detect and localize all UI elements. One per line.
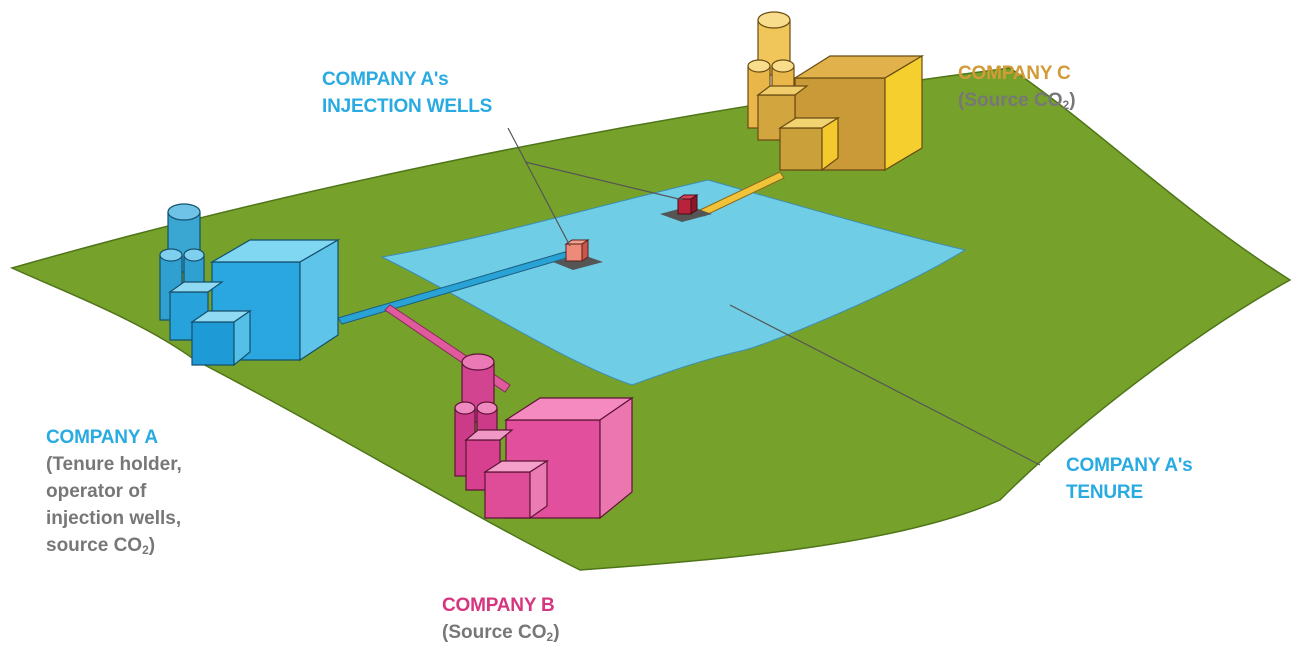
tenure-area [380, 179, 967, 386]
company-c-sub-prefix: (Source CO [958, 90, 1063, 111]
company-b-sub-prefix: (Source CO [442, 622, 547, 643]
injection-wells-label: COMPANY A's INJECTION WELLS [322, 66, 492, 120]
company-a-line4-prefix: source CO [46, 535, 143, 556]
injection-well-2 [660, 194, 712, 222]
company-b-subtitle: (Source CO2) [442, 619, 560, 651]
company-a-line4-suffix: ) [148, 535, 156, 556]
company-a-plant [159, 203, 341, 367]
injection-wells-label-line1: COMPANY A's [322, 69, 449, 90]
tenure-label-line2: TENURE [1066, 482, 1143, 503]
company-b-title: COMPANY B [442, 595, 555, 616]
company-a-line3: injection wells, [46, 508, 182, 529]
company-c-title: COMPANY C [958, 63, 1071, 84]
tenure-label: COMPANY A's TENURE [1066, 452, 1193, 506]
company-c-plant [747, 11, 925, 172]
company-a-title: COMPANY A [46, 427, 158, 448]
company-c-subtitle: (Source CO2) [958, 87, 1076, 119]
injection-wells-label-line2: INJECTION WELLS [322, 96, 493, 117]
company-a-line2: operator of [46, 481, 147, 502]
company-b-sub-subscript: 2 [546, 630, 554, 644]
tenure-label-line1: COMPANY A's [1066, 455, 1193, 476]
company-b-plant [454, 353, 634, 520]
company-a-line4-subscript: 2 [142, 543, 149, 557]
company-b-label: COMPANY B (Source CO2) [442, 592, 560, 651]
company-c-sub-suffix: ) [1069, 90, 1076, 111]
company-a-line4: source CO2) [46, 532, 182, 564]
leader-lines [507, 127, 1041, 466]
company-c-label: COMPANY C (Source CO2) [958, 60, 1076, 119]
company-b-sub-suffix: ) [553, 622, 560, 643]
injection-well-1 [553, 239, 603, 270]
company-c-sub-subscript: 2 [1062, 98, 1070, 112]
company-a-label: COMPANY A (Tenure holder, operator of in… [46, 424, 182, 564]
company-a-line1: (Tenure holder, [46, 454, 182, 475]
